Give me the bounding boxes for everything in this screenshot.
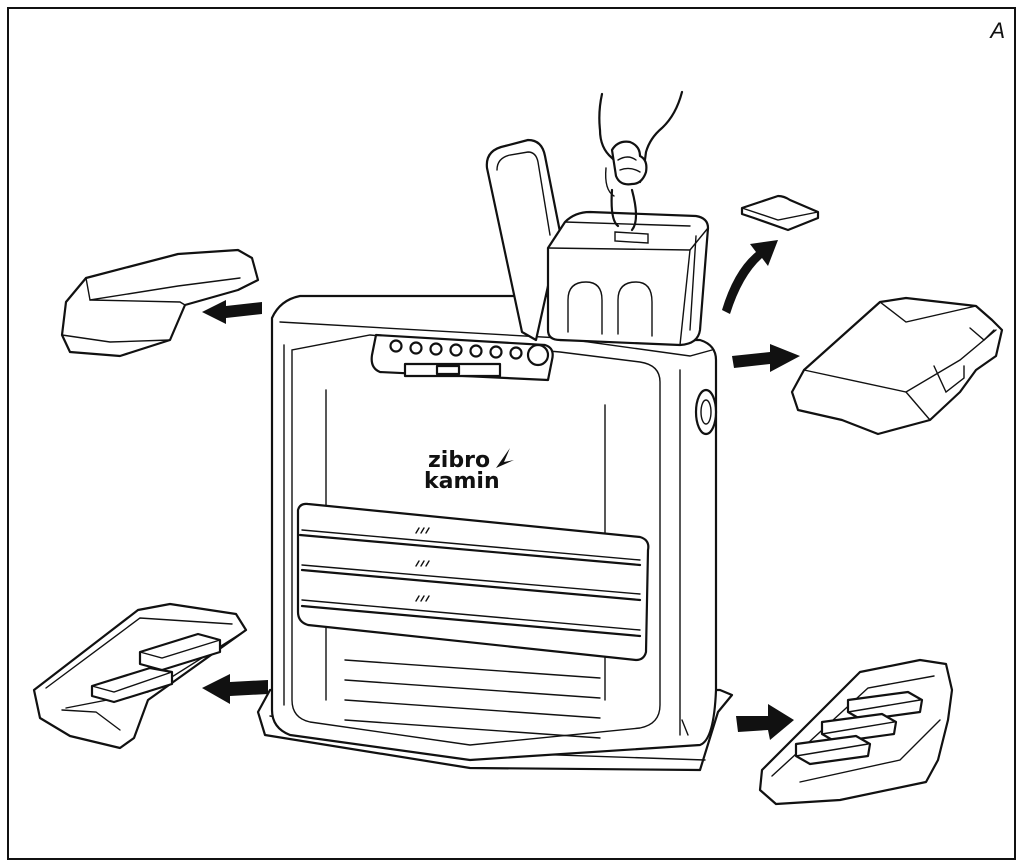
arrow-icon: [202, 674, 268, 704]
brand-logo-line2: kamin: [424, 469, 500, 494]
leaf-mark-icon: [496, 448, 514, 468]
packing-block-top-left: [60, 248, 260, 358]
brand-logo-line1: zibro: [428, 448, 490, 473]
packing-block-top-right: [790, 296, 1004, 436]
kerosene-heater-icon: [256, 294, 734, 772]
arrow-icon: [722, 240, 778, 314]
packing-tray-bottom-right: [758, 658, 954, 806]
hand-icon: [598, 90, 684, 232]
tank-lid: [485, 138, 562, 342]
arrow-icon: [202, 300, 262, 324]
packing-tray-bottom-left: [32, 602, 248, 750]
figure-frame: [7, 7, 1016, 860]
brand-logo: zibro kamin: [424, 448, 514, 494]
figure-label: A: [990, 18, 1005, 43]
arrow-icon: [736, 704, 794, 740]
tank-cap-icon: [740, 194, 820, 232]
fuel-tank-icon: [546, 210, 710, 347]
arrow-icon: [732, 344, 800, 372]
